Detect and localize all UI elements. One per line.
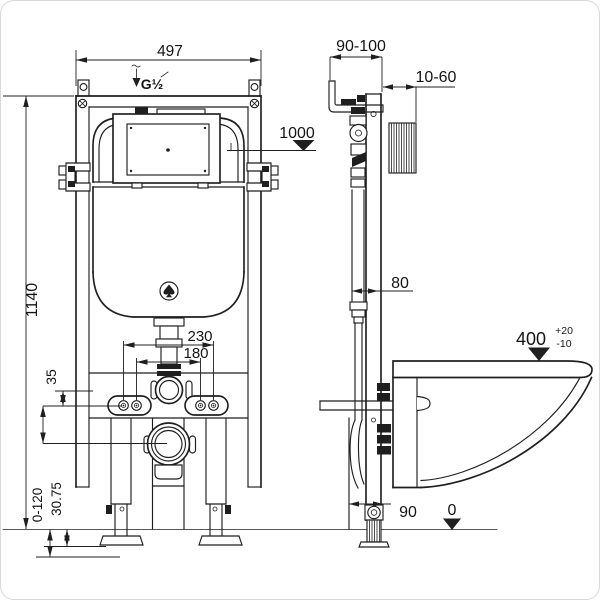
dim-label-10-60: 10-60 xyxy=(416,69,457,86)
water-supply-label: G½ xyxy=(131,64,169,92)
fill-valve xyxy=(349,107,368,188)
fixing-seals xyxy=(377,383,391,455)
side-view: 90-100 10-60 1000 80 xyxy=(227,38,593,548)
dim-label-tol-plus: +20 xyxy=(555,325,573,337)
floor-datum: 0 xyxy=(443,502,461,530)
finished-wall-hatch xyxy=(388,122,417,174)
dim-label-30-75: 30.75 xyxy=(49,482,64,516)
dim-label-1000: 1000 xyxy=(279,125,315,142)
corner-screw-right xyxy=(249,98,260,109)
flush-pipe-side xyxy=(348,189,368,530)
foot-side xyxy=(358,541,390,548)
flush-elbow xyxy=(150,375,193,405)
access-panel xyxy=(112,107,221,189)
supply-thread-label: G½ xyxy=(141,76,164,92)
level-triangle-icon xyxy=(528,347,550,361)
dim-frame-width: 497 xyxy=(75,43,262,86)
dim-label-90-100: 90-100 xyxy=(336,38,386,55)
dim-label-width: 497 xyxy=(157,43,183,60)
dim-label-tol-minus: -10 xyxy=(556,338,571,350)
foot-left xyxy=(99,535,144,546)
dim-label-35: 35 xyxy=(43,369,59,385)
dim-label-80: 80 xyxy=(391,275,409,292)
water-squiggle-icon xyxy=(131,64,141,68)
dim-wall-thickness: 10-60 xyxy=(383,69,457,122)
leg-right xyxy=(198,417,243,546)
side-clamp-left xyxy=(58,162,91,192)
dim-outlet-offset: 90 xyxy=(349,501,417,521)
frame-rail-side xyxy=(365,93,382,521)
level-mark-1000: 1000 xyxy=(227,125,316,151)
drain-outlet xyxy=(143,422,197,480)
toilet-bowl xyxy=(392,360,593,489)
dim-label-0: 0 xyxy=(448,502,457,519)
front-view: 497 1140 G½ 230 xyxy=(2,43,498,558)
leg-side xyxy=(358,504,390,548)
bowl-inlet-bump xyxy=(416,395,431,412)
dim-frame-depth: 80 xyxy=(352,275,413,294)
mounting-plate-right xyxy=(184,395,229,416)
dim-leg-adjust: 0-120 30.75 xyxy=(30,482,120,558)
mounting-plate-left xyxy=(107,395,152,416)
dim-label-0-120: 0-120 xyxy=(30,488,45,523)
dim-label-230: 230 xyxy=(187,328,212,345)
down-arrow-icon xyxy=(132,78,141,87)
side-clamp-right xyxy=(246,162,279,192)
foot-right xyxy=(198,535,243,546)
bowl-connection-pipe xyxy=(319,400,394,411)
dim-label-180: 180 xyxy=(183,345,208,362)
dim-seat-height: 400 +20 -10 xyxy=(516,325,573,361)
level-triangle-icon xyxy=(292,140,315,151)
dim-bracket-depth: 90-100 xyxy=(329,38,386,92)
dim-label-400: 400 xyxy=(516,329,546,349)
dim-plate-offset: 35 xyxy=(40,369,167,444)
wall-bracket xyxy=(328,80,384,113)
brand-logo xyxy=(159,281,179,301)
dim-label-90: 90 xyxy=(399,504,417,521)
drain-bend xyxy=(349,419,359,489)
corner-screw-left xyxy=(77,98,88,109)
datum-triangle-icon xyxy=(443,518,461,530)
dim-bolt-spacing-outer: 230 xyxy=(123,328,214,400)
dim-label-height: 1140 xyxy=(24,283,41,318)
leg-left xyxy=(99,417,144,546)
dim-bolt-spacing-inner: 180 xyxy=(136,345,209,400)
dim-frame-height: 1140 xyxy=(3,95,74,529)
